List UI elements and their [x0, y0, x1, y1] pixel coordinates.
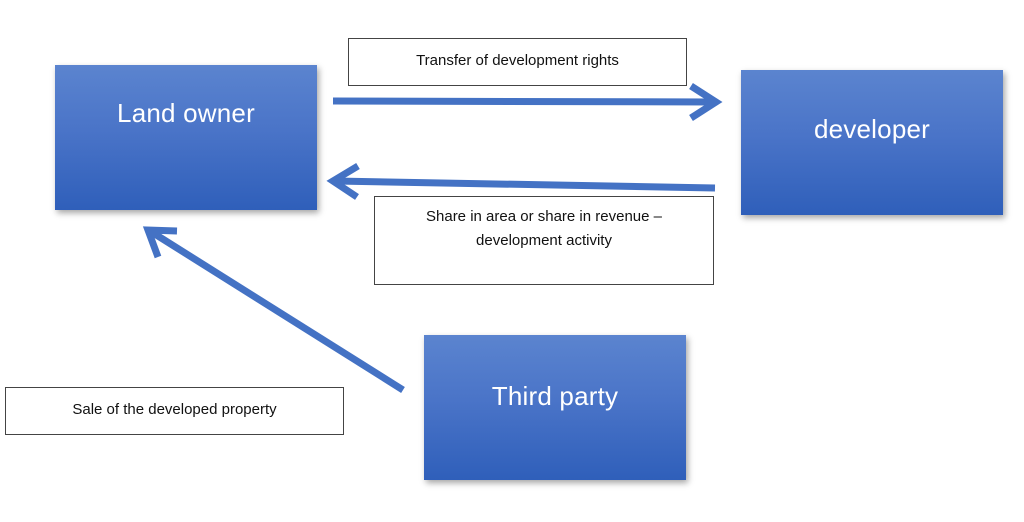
land-owner-label: Land owner	[117, 98, 255, 128]
share-text-line1: Share in area or share in revenue –	[426, 208, 662, 225]
transfer-rights-label-box: Transfer of development rights	[348, 38, 687, 86]
share-label-box: Share in area or share in revenue – deve…	[374, 196, 714, 285]
arrow-developer-to-land-owner	[326, 162, 716, 200]
land-owner-box: Land owner	[55, 65, 317, 210]
arrow-third-party-to-land-owner	[142, 226, 405, 393]
sale-text: Sale of the developed property	[72, 401, 277, 418]
third-party-label: Third party	[491, 381, 619, 411]
developer-box: developer	[741, 70, 1003, 215]
transfer-rights-text: Transfer of development rights	[416, 52, 619, 69]
share-text-line2: development activity	[476, 232, 612, 249]
developer-label: developer	[814, 114, 930, 144]
arrow-land-owner-to-developer	[332, 83, 723, 121]
sale-label-box: Sale of the developed property	[5, 387, 344, 435]
third-party-box: Third party	[424, 335, 686, 480]
